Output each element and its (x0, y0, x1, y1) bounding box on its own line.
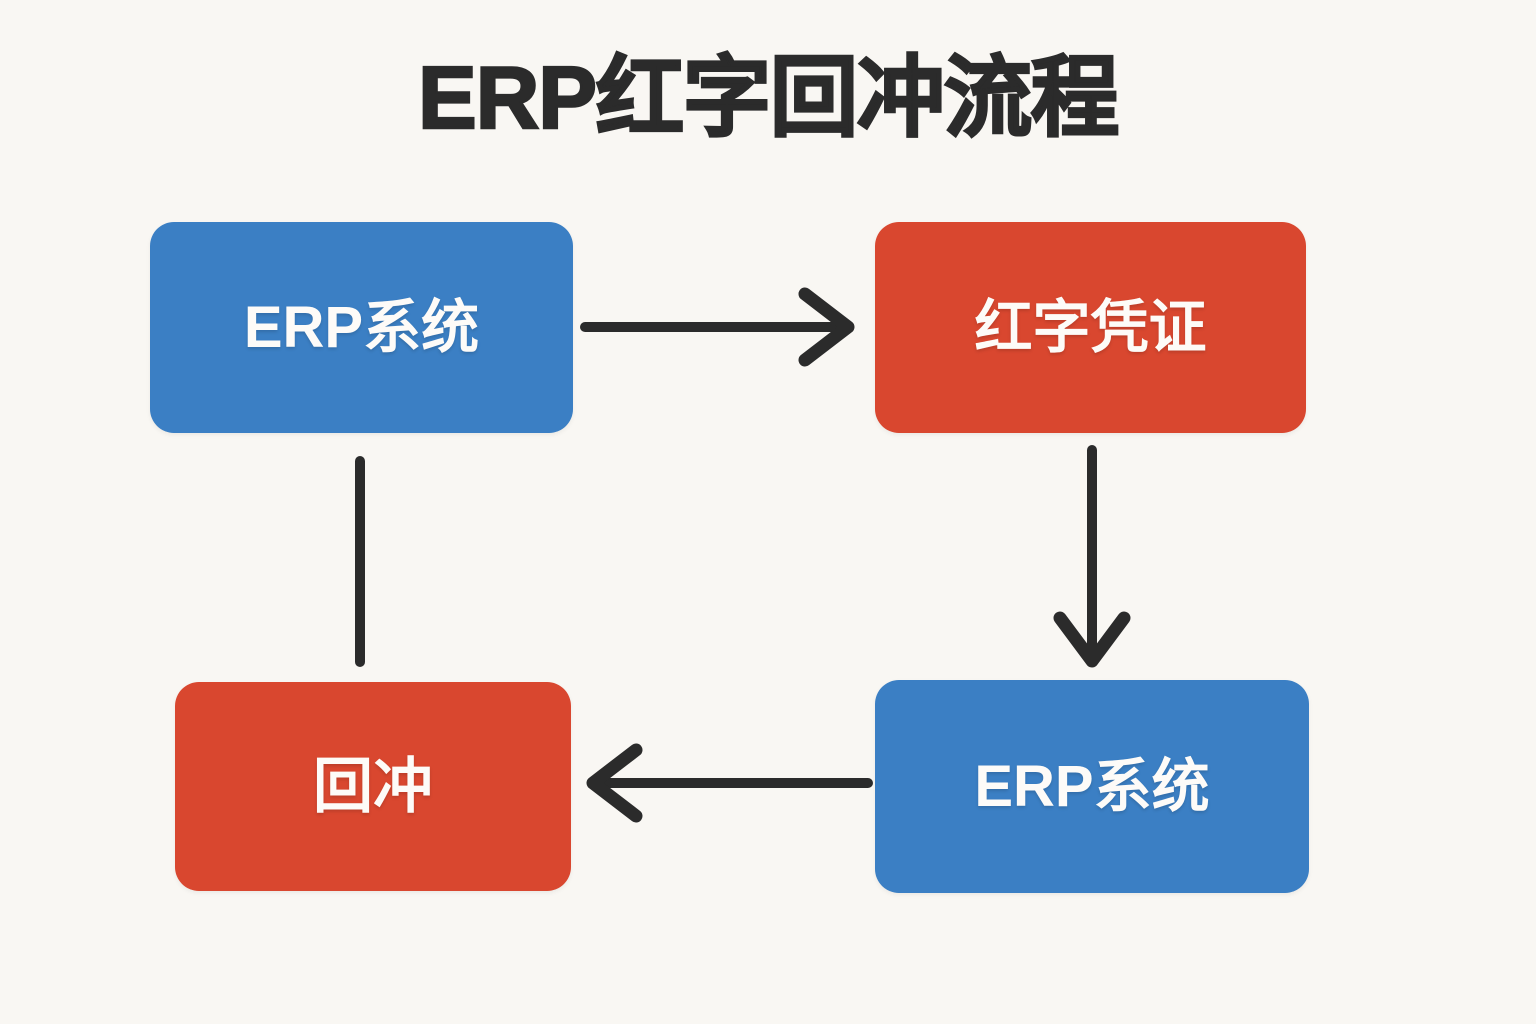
page-title: ERP红字回冲流程 (417, 47, 1120, 149)
node-reversal-bottom-left[interactable]: 回冲 (175, 682, 571, 891)
node-erp-system-bottom-right[interactable]: ERP系统 (875, 680, 1309, 893)
arrow-down-red-voucher-to-erp[interactable] (1053, 445, 1131, 668)
node-label: ERP系统 (974, 753, 1210, 819)
node-erp-system-top-left[interactable]: ERP系统 (150, 222, 573, 433)
node-red-voucher-top-right[interactable]: 红字凭证 (875, 222, 1306, 433)
arrow-right-erp-to-red-voucher[interactable] (580, 287, 855, 367)
node-label: 红字凭证 (974, 294, 1207, 360)
arrow-left-erp-to-reversal[interactable] (586, 743, 873, 823)
node-label: 回冲 (313, 752, 433, 820)
node-label: ERP系统 (243, 294, 480, 360)
